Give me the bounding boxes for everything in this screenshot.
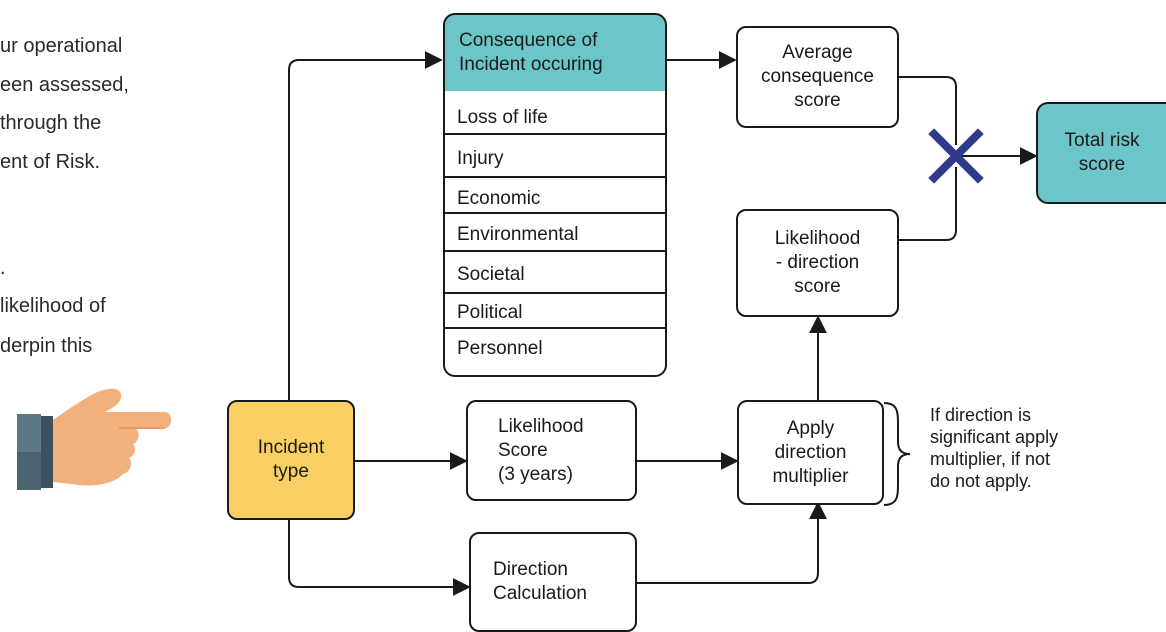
intro-line: .	[0, 257, 6, 279]
consequence-item: Economic	[457, 188, 541, 209]
average-consequence-box: Average consequence score	[736, 26, 899, 128]
multiply-icon	[928, 128, 984, 184]
arrow-direction-to-multiplier	[637, 501, 827, 584]
consequence-divider	[443, 292, 667, 294]
intro-line: ur operational	[0, 35, 123, 57]
arrow-incident-to-direction	[288, 520, 471, 596]
likelihood-score-box: Likelihood Score (3 years)	[466, 400, 637, 501]
consequence-divider	[443, 327, 667, 329]
intro-line: ent of Risk.	[0, 151, 101, 173]
intro-line: een assessed,	[0, 74, 129, 96]
consequence-list	[443, 91, 667, 377]
consequence-divider	[443, 212, 667, 214]
consequence-item: Injury	[457, 148, 504, 169]
apply-multiplier-box: Apply direction multiplier	[737, 400, 884, 505]
incident-type-box: Incident type	[227, 400, 355, 520]
pointing-hand-icon	[17, 388, 171, 490]
curly-brace	[883, 402, 911, 506]
consequence-item: Personnel	[457, 338, 543, 359]
consequence-item: Environmental	[457, 224, 579, 245]
likelihood-direction-score-box: Likelihood - direction score	[736, 209, 899, 317]
arrow-incident-to-consequence	[288, 51, 443, 400]
connector-likelihood-direction-to-cross	[899, 167, 957, 241]
consequence-divider	[443, 176, 667, 178]
intro-line: likelihood of	[0, 295, 106, 317]
intro-line: derpin this	[0, 335, 93, 357]
direction-calculation-box: Direction Calculation	[469, 532, 637, 632]
consequence-divider	[443, 250, 667, 252]
intro-line: through the	[0, 112, 102, 134]
multiplier-note: If direction is significant apply multip…	[930, 405, 1059, 491]
consequence-divider	[443, 133, 667, 135]
consequence-item: Societal	[457, 264, 525, 285]
consequence-item: Loss of life	[457, 107, 548, 128]
connector-average-to-cross	[899, 76, 957, 145]
consequence-item: Political	[457, 302, 523, 323]
consequence-header: Consequence of Incident occuring	[443, 13, 667, 93]
total-risk-score-box: Total risk score	[1036, 102, 1166, 204]
